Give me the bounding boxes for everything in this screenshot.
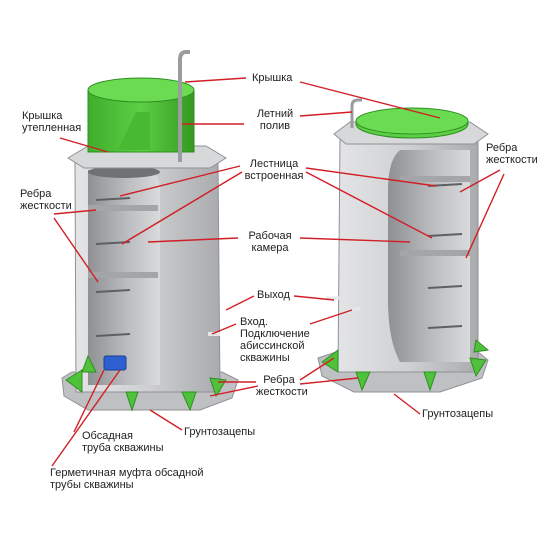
left-caisson — [62, 52, 238, 410]
label-rabochaya-kamera: Рабочая камера — [240, 230, 300, 254]
left-inner-rib — [88, 272, 158, 278]
leader-vykhod-left — [226, 296, 254, 310]
right-inner-rib — [400, 250, 470, 256]
label-kryshka: Крышка — [252, 72, 292, 84]
left-inner-rib — [88, 205, 158, 211]
label-obsadnaya-truba: Обсадная труба скважины — [82, 430, 164, 454]
label-vykhod: Выход — [257, 289, 290, 301]
label-gruntozatsepy-right: Грунтозацепы — [422, 408, 493, 420]
label-rebra-left: Ребра жесткости — [20, 188, 72, 212]
leader-grunt-right — [394, 394, 420, 414]
label-letniy-poliv: Летний полив — [250, 108, 300, 132]
label-gruntozatsepy-left: Грунтозацепы — [184, 426, 255, 438]
right-inner-rib — [400, 176, 470, 182]
leader-kryshka-left — [185, 78, 246, 82]
well-casing-pipe — [104, 356, 126, 370]
leader-grunt-left — [150, 410, 182, 430]
right-lid-top — [356, 108, 468, 134]
label-germetichnaya-mufta: Герметичная муфта обсадной трубы скважин… — [50, 467, 204, 491]
right-caisson — [318, 100, 488, 392]
label-lestnitsa: Лестница встроенная — [242, 158, 306, 182]
label-rebra-right: Ребра жесткости — [486, 142, 538, 166]
leader-poliv-right — [300, 112, 352, 116]
label-rebra-bottom: Ребра жесткости — [256, 374, 302, 398]
label-kryshka-uteplennaya: Крышка утепленная — [22, 110, 81, 134]
label-vkhod: Вход. Подключение абиссинской скважины — [240, 316, 310, 364]
